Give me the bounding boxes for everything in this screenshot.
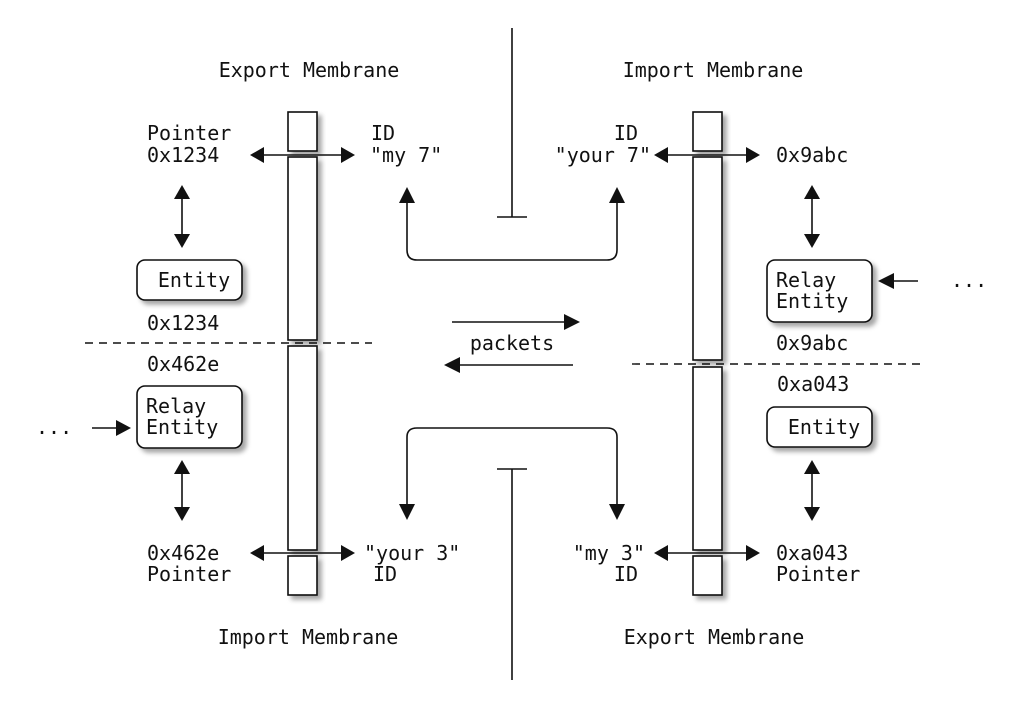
right-entity-box xyxy=(766,406,873,448)
right-relay-entity-box xyxy=(766,259,873,323)
left-relay-entity-box xyxy=(136,385,243,449)
bl-id-word: ID xyxy=(373,562,397,586)
left-relay-double-arrow xyxy=(174,460,190,521)
right-entity-label: Entity xyxy=(788,415,860,439)
right-relay-input-arrow xyxy=(878,273,918,289)
tl-id-value: "my 7" xyxy=(370,143,442,167)
right-ellipsis: ... xyxy=(951,268,987,292)
left-address-below-divider: 0x462e xyxy=(147,352,219,376)
bl-id-value: "your 3" xyxy=(364,541,460,565)
tr-id-word: ID xyxy=(614,121,638,145)
right-membrane-column xyxy=(692,111,723,596)
br-pointer-address: 0xa043 xyxy=(776,541,848,565)
right-top-double-arrow xyxy=(654,147,760,163)
tl-id-word: ID xyxy=(371,121,395,145)
left-entity-box xyxy=(136,259,243,301)
bottom-left-membrane-title: Import Membrane xyxy=(218,625,399,649)
right-bottom-double-arrow xyxy=(654,545,760,561)
top-u-connector xyxy=(399,187,625,261)
tl-pointer-word: Pointer xyxy=(147,121,231,145)
left-top-double-arrow xyxy=(250,147,355,163)
bottom-u-connector xyxy=(399,427,625,520)
left-relay-input-arrow xyxy=(92,420,131,436)
right-relay-double-arrow xyxy=(804,185,820,248)
tr-pointer-address: 0x9abc xyxy=(776,143,848,167)
left-relay-label-line1: Relay xyxy=(146,394,206,418)
left-relay-label-line2: Entity xyxy=(146,415,218,439)
packets-right-arrow xyxy=(452,314,580,330)
center-separator xyxy=(497,28,527,680)
br-id-value: "my 3" xyxy=(573,541,645,565)
bl-pointer-address: 0x462e xyxy=(147,541,219,565)
left-ellipsis: ... xyxy=(36,415,72,439)
bottom-right-membrane-title: Export Membrane xyxy=(624,625,805,649)
packets-left-arrow xyxy=(444,357,573,373)
left-address-above-divider: 0x1234 xyxy=(147,311,219,335)
top-right-membrane-title: Import Membrane xyxy=(623,58,804,82)
tl-pointer-address: 0x1234 xyxy=(147,143,219,167)
top-left-membrane-title: Export Membrane xyxy=(219,58,400,82)
right-address-below-divider: 0xa043 xyxy=(777,372,849,396)
bl-pointer-word: Pointer xyxy=(147,562,231,586)
right-relay-label-line2: Entity xyxy=(776,289,848,313)
right-entity-double-arrow xyxy=(804,460,820,521)
tr-id-value: "your 7" xyxy=(555,143,651,167)
left-entity-double-arrow xyxy=(174,185,190,248)
left-entity-label: Entity xyxy=(158,268,230,292)
packets-label: packets xyxy=(470,331,554,355)
right-relay-label-line1: Relay xyxy=(776,268,836,292)
br-id-word: ID xyxy=(614,562,638,586)
left-membrane-column xyxy=(287,111,318,596)
left-bottom-double-arrow xyxy=(250,545,355,561)
right-address-above-divider: 0x9abc xyxy=(776,331,848,355)
br-pointer-word: Pointer xyxy=(776,562,860,586)
